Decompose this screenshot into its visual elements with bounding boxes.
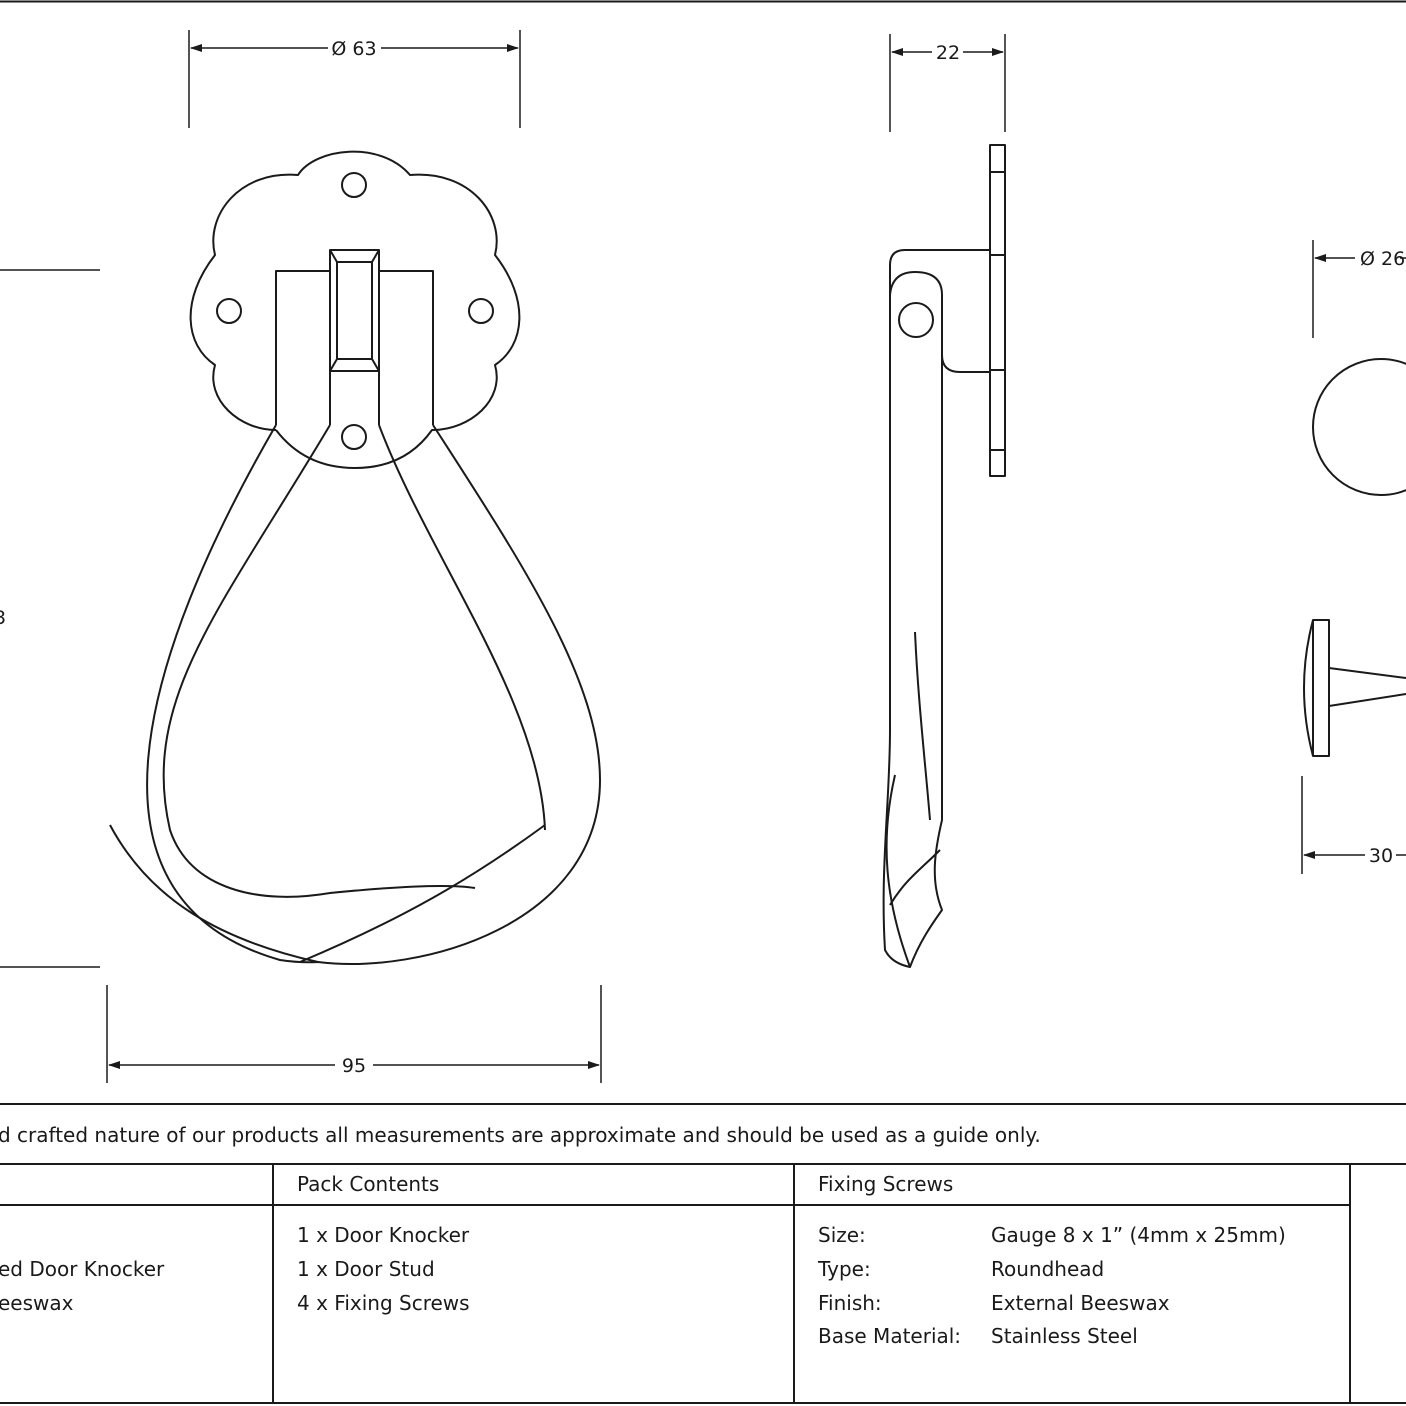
- dim-front-width: Ø 63: [331, 38, 376, 60]
- side-hinge: [889, 249, 990, 266]
- fixing-screws-header: Fixing Screws: [818, 1172, 954, 1196]
- screw-hole-bottom: [341, 424, 367, 450]
- product-finish-line: eeswax: [0, 1291, 74, 1315]
- screw-spec-label: Finish:: [818, 1291, 882, 1315]
- pack-item: 1 x Door Stud: [297, 1257, 435, 1281]
- stud-top-view: [1312, 358, 1406, 496]
- ring-outer: [146, 424, 601, 965]
- screw-spec-label: Size:: [818, 1223, 866, 1247]
- dimension-lines: [0, 30, 1406, 1083]
- pack-contents-header: Pack Contents: [297, 1172, 440, 1196]
- stud-views: [1303, 358, 1406, 757]
- dim-side-depth: 22: [936, 42, 960, 64]
- screw-spec-label: Base Material:: [818, 1324, 962, 1348]
- side-backplate: [989, 144, 1006, 477]
- front-view-knocker: [109, 150, 601, 965]
- dim-height: 3: [0, 607, 6, 629]
- pack-item: 1 x Door Knocker: [297, 1223, 470, 1247]
- dim-overall-width: 95: [342, 1055, 366, 1077]
- screw-hole-top: [341, 172, 367, 198]
- screw-hole-right: [468, 298, 494, 324]
- screw-spec-value: Gauge 8 x 1” (4mm x 25mm): [991, 1223, 1286, 1247]
- side-view-knocker: [882, 144, 1006, 968]
- side-arm: [882, 265, 943, 968]
- dimension-labels: Ø 63 22 Ø 26 3 95 30: [0, 38, 1405, 1077]
- ring-inner: [162, 424, 476, 898]
- product-name-line: ed Door Knocker: [0, 1257, 165, 1281]
- stud-shank: [1328, 667, 1406, 679]
- stud-head-side: [1312, 619, 1330, 757]
- hinge-block: [329, 249, 380, 372]
- screw-hole-left: [216, 298, 242, 324]
- screw-spec-label: Type:: [818, 1257, 871, 1281]
- dim-stud-depth: 30: [1369, 845, 1393, 867]
- dim-stud-diameter: Ø 26: [1360, 248, 1405, 270]
- pack-item: 4 x Fixing Screws: [297, 1291, 470, 1315]
- side-pivot: [898, 302, 934, 338]
- screw-spec-value: External Beeswax: [991, 1291, 1170, 1315]
- scalloped-backplate: [189, 150, 521, 469]
- measurement-note: d crafted nature of our products all mea…: [0, 1123, 1041, 1147]
- screw-spec-value: Roundhead: [991, 1257, 1105, 1281]
- screw-spec-value: Stainless Steel: [991, 1324, 1138, 1348]
